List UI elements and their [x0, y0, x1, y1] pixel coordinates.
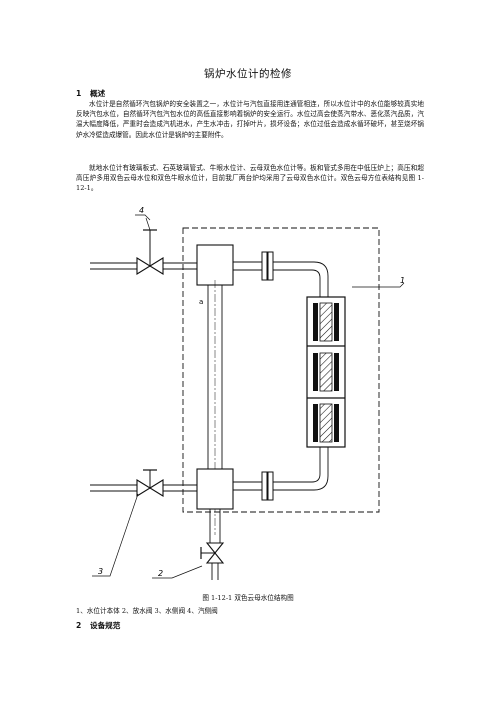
section-number: 2 [76, 621, 82, 630]
drain-valve-icon [200, 509, 225, 580]
section-title: 设备规范 [90, 621, 121, 630]
upper-right-pipe [233, 251, 329, 297]
label-4: 4 [139, 206, 144, 215]
label-3: 3 [98, 567, 103, 576]
section-heading-1: 1 概述 [76, 88, 105, 99]
label-1: 1 [400, 276, 405, 285]
leader-line-3 [92, 493, 139, 577]
water-side-pipe [90, 484, 197, 492]
upper-connector-block [196, 244, 234, 286]
page-title: 锅炉水位计的检修 [204, 68, 292, 80]
label-2: 2 [158, 569, 163, 578]
water-valve-icon [136, 469, 164, 497]
steam-side-pipe [90, 262, 197, 270]
figure-caption: 图 1-12-1 双色云母水位结构图 [202, 594, 294, 602]
figure-legend: 1、水位计本体 2、放水阀 3、水侧阀 4、汽侧阀 [76, 607, 218, 615]
section-title: 概述 [90, 89, 106, 98]
paragraph-types: 就地水位计有玻璃板式、石英玻璃管式、牛眼水位计、云母双色水位计等。板和管式多用在… [76, 164, 424, 193]
steam-valve-icon [136, 217, 164, 275]
leader-line-2 [152, 565, 203, 579]
leader-line-1 [352, 282, 405, 288]
mica-gauge-body [306, 296, 346, 448]
section-number: 1 [76, 89, 82, 98]
paragraph-overview: 水位计是自然循环汽包锅炉的安全装置之一，水位计与汽包直接用连通管相连，所以水位计… [76, 100, 424, 139]
section-heading-2: 2 设备规范 [76, 620, 120, 631]
svg-text:a: a [199, 298, 203, 306]
leader-line-4 [135, 214, 151, 221]
dashed-boundary [182, 227, 380, 513]
lower-connector-block [196, 468, 234, 510]
lower-right-pipe [233, 447, 329, 501]
